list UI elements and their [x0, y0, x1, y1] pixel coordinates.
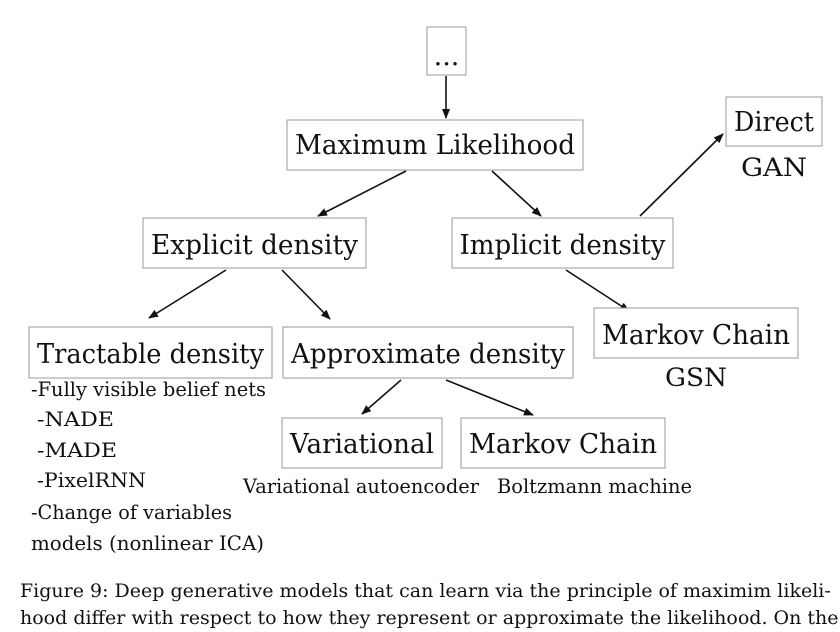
edge-implicit-to-markov-chain	[565, 269, 630, 312]
tractable-examples-list: -Fully visible belief nets -NADE -MADE -…	[31, 377, 266, 555]
node-markov-chain-explicit-label: Markov Chain	[469, 429, 657, 460]
node-variational-label: Variational	[289, 429, 434, 460]
figure-caption-line: Figure 9: Deep generative models that ca…	[20, 580, 831, 602]
tractable-example-item: -Fully visible belief nets	[31, 377, 266, 401]
edge-implicit-to-direct	[639, 133, 724, 217]
taxonomy-diagram: ... Maximum Likelihood Explicit density …	[28, 26, 823, 555]
variational-autoencoder-label: Variational autoencoder	[242, 474, 479, 498]
node-explicit-density-label: Explicit density	[151, 230, 359, 261]
figure-caption-line: hood differ with respect to how they rep…	[20, 607, 839, 629]
node-markov-chain-implicit-label: Markov Chain	[602, 320, 790, 351]
node-top-label: ...	[434, 41, 460, 72]
node-tractable-density: Tractable density	[28, 326, 273, 379]
node-approximate-density: Approximate density	[282, 326, 574, 379]
edge-approximate-to-variational	[361, 379, 402, 415]
node-approximate-density-label: Approximate density	[290, 339, 566, 370]
edge-max-likelihood-to-explicit	[317, 170, 407, 217]
node-maximum-likelihood: Maximum Likelihood	[286, 119, 584, 171]
node-direct-label: Direct	[734, 107, 814, 138]
node-implicit-density: Implicit density	[451, 217, 674, 269]
boltzmann-machine-label: Boltzmann machine	[497, 474, 692, 498]
edges	[148, 76, 724, 416]
edge-max-likelihood-to-implicit	[491, 170, 542, 217]
tractable-example-item: models (nonlinear ICA)	[31, 531, 264, 555]
node-maximum-likelihood-label: Maximum Likelihood	[295, 130, 575, 161]
edge-explicit-to-tractable	[148, 269, 227, 319]
figure-caption: Figure 9: Deep generative models that ca…	[20, 578, 839, 632]
node-markov-chain-explicit: Markov Chain	[460, 417, 666, 469]
node-explicit-density: Explicit density	[142, 217, 367, 269]
tractable-example-item: -Change of variables	[31, 500, 232, 524]
gan-label: GAN	[741, 153, 807, 182]
node-markov-chain-implicit: Markov Chain	[593, 307, 799, 359]
tractable-example-item: -PixelRNN	[37, 468, 146, 492]
node-variational: Variational	[281, 417, 443, 469]
node-top: ...	[426, 26, 467, 76]
node-direct: Direct	[725, 96, 823, 147]
tractable-example-item: -NADE	[37, 407, 114, 431]
edge-explicit-to-approximate	[281, 269, 331, 320]
gsn-label: GSN	[665, 363, 727, 392]
node-implicit-density-label: Implicit density	[460, 230, 667, 261]
tractable-example-item: -MADE	[37, 438, 117, 462]
edge-approximate-to-markov-chain	[445, 379, 534, 416]
node-tractable-density-label: Tractable density	[37, 339, 265, 370]
